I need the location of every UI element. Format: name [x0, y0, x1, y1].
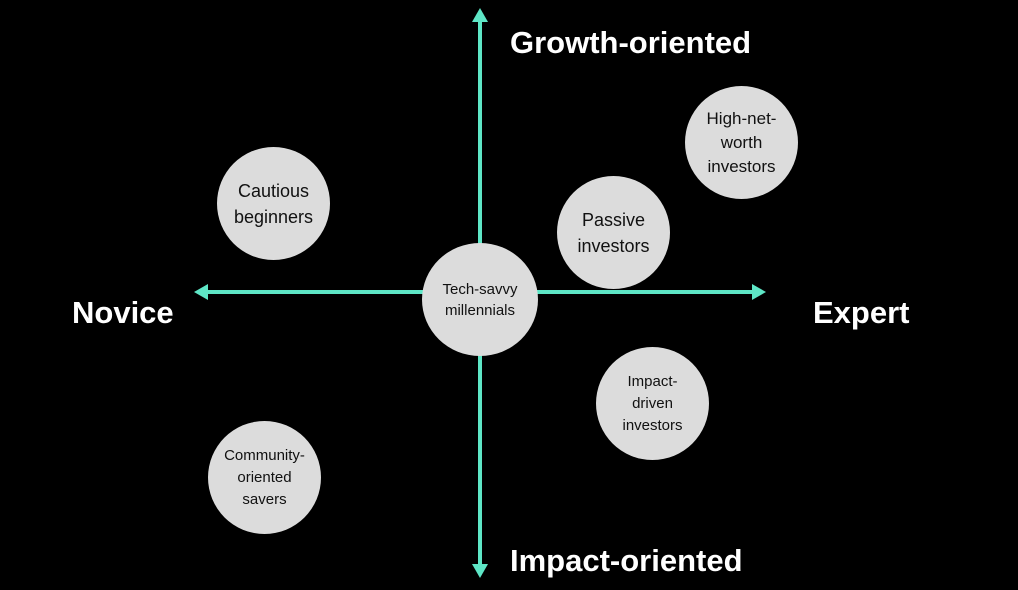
- axis-label-right: Expert: [813, 295, 910, 330]
- bubble-community-oriented-savers: Community-oriented savers: [208, 421, 321, 534]
- bubble-passive-investors: Passive investors: [557, 176, 670, 289]
- bubble-label: Tech-savvy millennials: [442, 280, 518, 319]
- bubble-label: Community-oriented savers: [224, 446, 305, 508]
- arrow-right-icon: [752, 284, 766, 300]
- bubble-impact-driven-investors: Impact-driven investors: [596, 347, 709, 460]
- arrow-up-icon: [472, 8, 488, 22]
- arrow-left-icon: [194, 284, 208, 300]
- bubble-label: Impact-driven investors: [622, 372, 683, 434]
- arrow-down-icon: [472, 564, 488, 578]
- axis-label-bottom: Impact-oriented: [510, 543, 743, 578]
- axis-label-top: Growth-oriented: [510, 25, 752, 60]
- bubble-label: High-net-worth investors: [706, 108, 777, 176]
- axis-label-left: Novice: [72, 295, 174, 330]
- bubble-label: Cautious beginners: [233, 180, 314, 227]
- bubble-cautious-beginners: Cautious beginners: [217, 147, 330, 260]
- bubble-tech-savvy-millennials: Tech-savvy millennials: [422, 243, 538, 356]
- bubble-high-net-worth-investors: High-net-worth investors: [685, 86, 798, 199]
- bubble-label: Passive investors: [577, 209, 650, 256]
